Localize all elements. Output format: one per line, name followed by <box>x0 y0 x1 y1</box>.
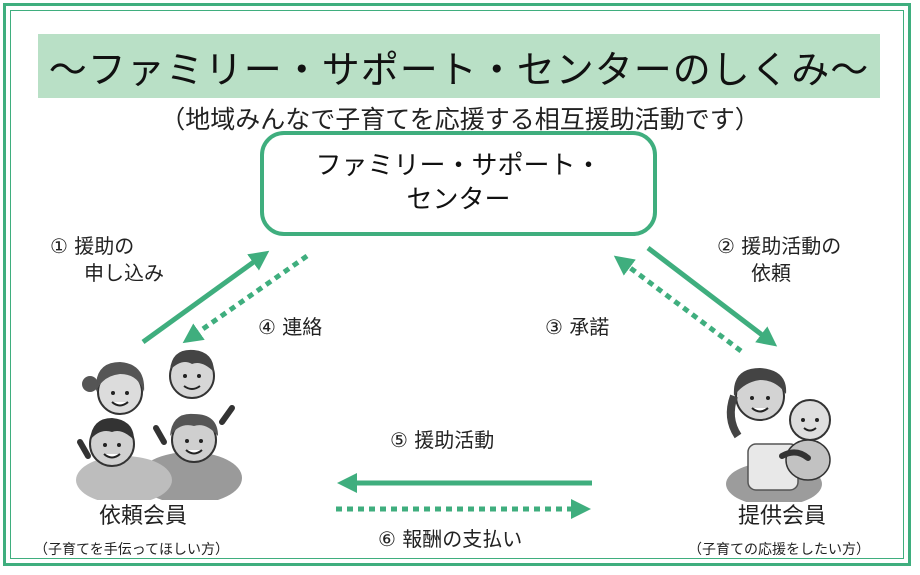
page-title: ～ファミリー・サポート・センターのしくみ～ <box>48 47 870 92</box>
step-1-label: ① 援助の 申し込み <box>50 233 164 287</box>
step-1-line1: ① 援助の <box>50 234 135 258</box>
step-2-line2: 依頼 <box>751 261 791 285</box>
requester-desc: （子育てを手伝ってほしい方） <box>34 542 230 558</box>
arrow-consent <box>613 255 743 353</box>
arrow-application <box>141 250 270 345</box>
family-illustration-icon <box>76 349 242 500</box>
step-4-label: ④ 連絡 <box>258 315 323 339</box>
arrow-request <box>646 246 778 347</box>
title-band: ～ファミリー・サポート・センターのしくみ～ <box>38 34 880 98</box>
mother-baby-illustration-icon <box>726 368 831 502</box>
outer-frame <box>3 3 911 566</box>
center-box-line1: ファミリー・サポート・ <box>315 150 602 181</box>
provider-name: 提供会員 <box>738 504 827 529</box>
step-3-label: ③ 承諾 <box>545 315 610 339</box>
requester-name: 依頼会員 <box>99 504 188 529</box>
step-6-label: ⑥ 報酬の支払い <box>378 527 523 551</box>
subtitle: （地域みんなで子育てを応援する相互援助活動です） <box>160 105 760 134</box>
inner-frame <box>10 10 904 559</box>
center-box-line2: センター <box>406 184 511 215</box>
support-center-box: ファミリー・サポート・ センター <box>260 131 657 236</box>
step-1-line2: 申し込み <box>84 261 164 285</box>
provider-desc: （子育ての応援をしたい方） <box>688 542 870 558</box>
step-5-label: ⑤ 援助活動 <box>390 428 495 452</box>
step-2-label: ② 援助活動の 依頼 <box>717 233 841 287</box>
arrow-contact <box>182 253 309 344</box>
step-2-line1: ② 援助活動の <box>717 234 842 258</box>
